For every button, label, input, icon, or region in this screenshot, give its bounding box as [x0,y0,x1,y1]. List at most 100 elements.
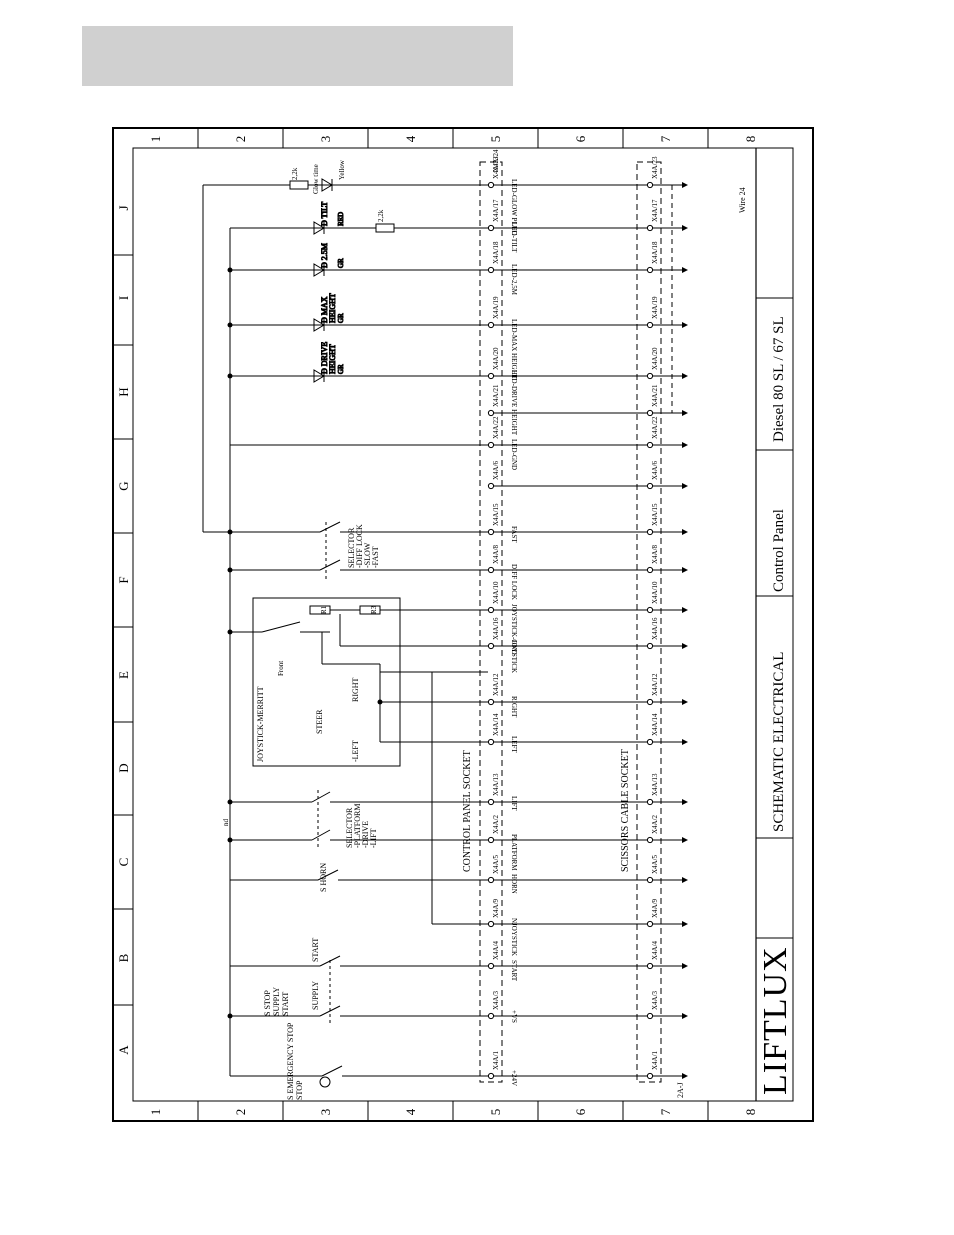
pin-label: X4A/18 [492,241,500,264]
pin-label: X4A/23 [492,156,500,179]
front-label: Front [277,661,285,676]
socket-pin [487,1012,495,1020]
led-color: GR [337,364,345,374]
signal-label: LED-GND [510,439,518,470]
socket-pin [646,566,654,574]
wire-arrow [682,483,688,489]
column-marker: 8 [743,1109,758,1116]
signal-label: NJOYSTICK [510,918,518,956]
wire-arrow [682,267,688,273]
column-marker: 6 [573,1108,588,1115]
socket-pin [487,566,495,574]
wire-arrow [682,225,688,231]
signal-label: DIFF LOCK [510,564,518,600]
column-marker: 7 [658,1108,673,1115]
steer-label: STEER [315,709,324,734]
start-label: START [311,938,320,962]
pin-label: X4A/15 [492,503,500,526]
left-label: -LEFT [351,740,360,762]
led-label: D DRIVE [320,342,329,374]
control-panel-socket-label: CONTROL PANEL SOCKET [462,750,473,872]
led-color: GR [337,313,345,323]
pin-label: X4A/12 [651,673,659,696]
signal-label: PLATFORM [510,834,518,871]
selector-platform-2: -PLATFORM [353,804,362,848]
wire-arrow [682,837,688,843]
column-marker: 5 [488,136,503,143]
socket-pin [487,266,495,274]
signal-label: LED-TILT [510,222,518,253]
socket-pin [646,876,654,884]
socket-pin [646,836,654,844]
signal-label: LEFT [510,736,518,753]
pin-label: X4A/23 [651,156,659,179]
socket-pin [487,698,495,706]
selector-platform-1: SELECTOR [345,807,354,848]
junctions [227,267,383,1019]
pin-label: X4A/14 [492,713,500,736]
socket-pin [487,920,495,928]
socket-pin [487,409,495,417]
socket-pin [646,798,654,806]
inner-frame [132,147,794,1102]
selector-diff-3: -SLOW [363,542,372,568]
wire-arrow [682,699,688,705]
signal-label: LIFT [510,796,518,812]
led-symbol [313,369,325,383]
socket-pin [487,482,495,490]
pin-label: X4A/4 [492,940,500,960]
led-label: D MAX [320,296,329,323]
led-label: D TILT [320,202,329,226]
socket-pin [487,642,495,650]
pin-label: X4A/16 [492,617,500,640]
wire-arrow [682,567,688,573]
pin-label: X4A/22 [651,416,659,439]
signal-label: LED-MAX HEIGHT [510,319,518,380]
emergency-stop-label-2: STOP [295,1080,304,1100]
pin-label: X4A/9 [492,898,500,918]
connector-sockets: CONTROL PANEL SOCKET SCISSORS CABLE SOCK… [462,149,747,1098]
drawing-type: SCHEMATIC ELECTRICAL [771,652,787,832]
column-marker: 1 [148,1109,163,1116]
pin-label: X4A/20 [492,347,500,370]
tilt-resistor-value: 2,2k [377,209,385,222]
led-symbol [313,318,325,332]
socket-pin [487,441,495,449]
column-marker: 1 [148,136,163,143]
row-marker: G [116,481,131,490]
pin-label: X4A/13 [651,773,659,796]
right-label: RIGHT [351,677,360,702]
pin-label: X4A/10 [492,581,500,604]
selector-diff-1: SELECTOR [347,527,356,568]
glow-led-symbol [321,178,333,192]
pin-label: X4A/1 [651,1050,659,1070]
wire-arrow [682,1013,688,1019]
pin-label: X4A/17 [651,199,659,222]
row-marker: C [116,858,131,867]
wire-arrow [682,1073,688,1079]
socket-pin [487,798,495,806]
socket-pin [487,738,495,746]
socket-pin [487,372,495,380]
wire-arrow [682,799,688,805]
r1-label: R1 [320,605,328,614]
socket-pin [487,876,495,884]
row-marker: E [116,671,131,679]
pin-label: X4A/22 [492,416,500,439]
row-marker: I [116,296,131,300]
top-pin-label: X4A/24 [492,149,500,172]
wire-arrow [682,963,688,969]
socket-pin [646,224,654,232]
row-marker: A [116,1045,131,1055]
pin-label: X4A/12 [492,673,500,696]
pin-label: X4A/1 [492,1050,500,1070]
column-marker: 7 [658,135,673,142]
model-name: Diesel 80 SL / 67 SL [771,316,787,442]
signal-label: LED-2,5M [510,264,518,296]
title-block: LIFTLUX SCHEMATIC ELECTRICAL Control Pan… [755,148,794,1101]
led-symbol [313,221,325,235]
row-marker: F [116,576,131,583]
